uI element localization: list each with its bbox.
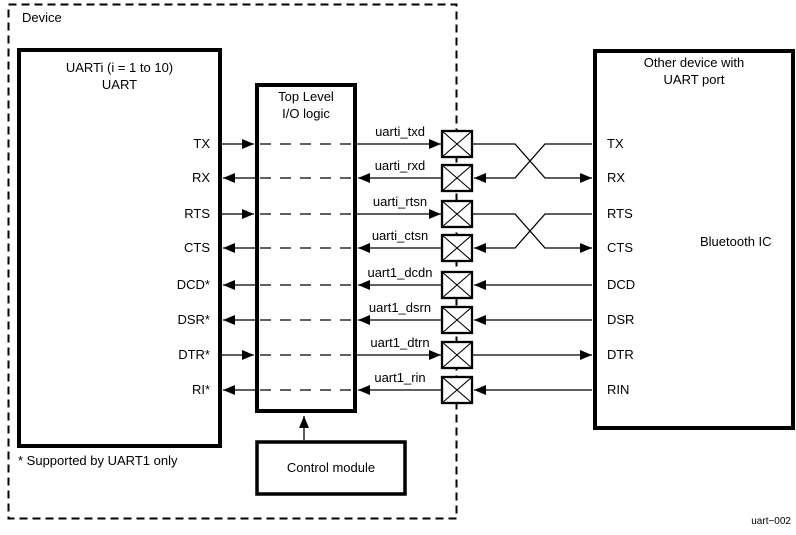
io-box-title-line1: Top Level bbox=[278, 89, 334, 104]
io-logic-box bbox=[255, 83, 357, 413]
other-pin-dcd: DCD bbox=[607, 277, 636, 292]
net-label-uart1_dcdn: uart1_dcdn bbox=[367, 265, 433, 280]
other-device-title-line2: UART port bbox=[663, 72, 725, 87]
uart-pin-tx: TX bbox=[193, 136, 210, 151]
other-pin-rin: RIN bbox=[607, 382, 630, 397]
net-label-uart1_rin: uart1_rin bbox=[374, 370, 426, 385]
pad-to-other-lines bbox=[473, 143, 592, 395]
net-label-uart1_dsrn: uart1_dsrn bbox=[368, 300, 432, 315]
other-pin-rx: RX bbox=[607, 170, 626, 185]
device-label: Device bbox=[22, 10, 62, 25]
uart-box bbox=[17, 48, 222, 448]
uart-to-io-lines bbox=[220, 139, 257, 395]
io-pad-uart1_dcdn bbox=[440, 270, 474, 300]
uart-pin-dcd: DCD* bbox=[176, 277, 210, 292]
io-pad-uart1_rin bbox=[440, 375, 474, 405]
uart-pin-rx: RX bbox=[191, 170, 210, 185]
other-device-box bbox=[593, 49, 795, 430]
other-device-title-line1: Other device with bbox=[643, 55, 745, 70]
io-passthrough-dashes bbox=[260, 143, 352, 391]
io-pad-uarti_rtsn bbox=[440, 199, 474, 229]
io-pads bbox=[440, 129, 474, 405]
uart-pin-dsr: DSR* bbox=[177, 312, 210, 327]
other-pin-tx: TX bbox=[607, 136, 624, 151]
net-label-uarti_rtsn: uarti_rtsn bbox=[372, 194, 428, 209]
io-box-title-line2: I/O logic bbox=[282, 106, 330, 121]
io-pad-uart1_dsrn bbox=[440, 305, 474, 335]
other-pin-rts: RTS bbox=[607, 206, 633, 221]
net-label-uart1_dtrn: uart1_dtrn bbox=[370, 335, 430, 350]
uart-pin-rts: RTS bbox=[184, 206, 210, 221]
io-pad-uarti_txd bbox=[440, 129, 474, 159]
uart-pin-ri: RI* bbox=[191, 382, 210, 397]
uart-pin-cts: CTS bbox=[184, 240, 210, 255]
control-module-box bbox=[255, 440, 407, 496]
figure-id: uart−002 bbox=[751, 516, 791, 527]
io-to-pad-lines bbox=[355, 139, 441, 395]
io-pad-uarti_rxd bbox=[440, 163, 474, 193]
net-label-uarti_ctsn: uarti_ctsn bbox=[371, 228, 429, 243]
io-pad-uart1_dtrn bbox=[440, 340, 474, 370]
uart-box-title-line1: UARTi (i = 1 to 10) bbox=[65, 60, 174, 75]
control-module-label: Control module bbox=[286, 460, 376, 475]
io-pad-uarti_ctsn bbox=[440, 233, 474, 263]
other-pin-cts: CTS bbox=[607, 240, 633, 255]
net-label-uarti_txd: uarti_txd bbox=[375, 124, 425, 139]
bluetooth-ic-label: Bluetooth IC bbox=[700, 234, 772, 249]
footnote: * Supported by UART1 only bbox=[18, 453, 178, 468]
net-label-uarti_rxd: uarti_rxd bbox=[374, 158, 426, 173]
uart-pin-dtr: DTR* bbox=[178, 347, 210, 362]
uart-box-title-line2: UART bbox=[101, 77, 138, 92]
other-pin-dtr: DTR bbox=[607, 347, 634, 362]
other-pin-dsr: DSR bbox=[607, 312, 635, 327]
